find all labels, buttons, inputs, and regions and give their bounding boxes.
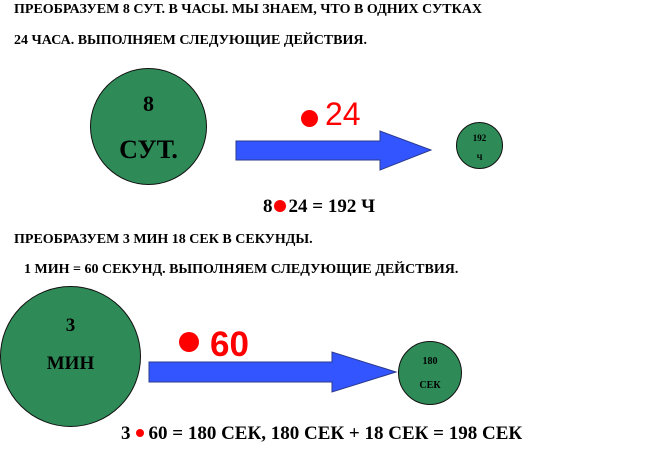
arrow-2 [148,351,398,393]
big-circle-minutes: 3 МИН [0,286,141,427]
multiplier-24: 24 [325,96,361,132]
section1-line2: 24 ЧАСА. ВЫПОЛНЯЕМ СЛЕДУЮЩИЕ ДЕЙСТВИЯ. [14,33,367,48]
big-circle-unit: СУТ. [119,135,178,164]
multiply-dot-1 [301,110,318,127]
big-circle-days: 8 СУТ. [90,68,207,185]
big-circle-unit-2: МИН [46,353,95,374]
small-circle-unit-2: СЕК [419,380,441,391]
equation-2-right: 60 = 180 СЕК, 180 СЕК + 18 СЕК = 198 СЕК [148,423,523,444]
equation-2-dot [135,429,144,438]
small-circle-unit: Ч [476,153,483,162]
big-circle-value: 8 [143,91,154,116]
equation-2: 3 60 = 180 СЕК, 180 СЕК + 18 СЕК = 198 СЕ… [121,423,522,445]
arrow-1 [235,130,433,171]
equation-2-left: 3 [121,423,131,444]
multiply-dot-2 [179,332,199,352]
big-circle-value-2: 3 [65,315,76,336]
small-circle-value-2: 180 [422,356,438,367]
equation-1-right: 24 = 192 Ч [288,196,376,217]
small-circle-value: 192 [472,133,487,143]
equation-1-dot [273,200,286,213]
section1-line1: ПРЕОБРАЗУЕМ 8 СУТ. В ЧАСЫ. МЫ ЗНАЕМ, ЧТО… [14,2,483,17]
equation-1: 8 24 = 192 Ч [263,196,375,218]
section2-line1: ПРЕОБРАЗУЕМ 3 МИН 18 СЕК В СЕКУНДЫ. [14,232,313,247]
multiplier-60: 60 [210,325,249,364]
equation-1-left: 8 [263,196,273,217]
small-circle-seconds: 180 СЕК [398,341,462,405]
small-circle-hours: 192 Ч [456,122,503,169]
section2-line2: 1 МИН = 60 СЕКУНД. ВЫПОЛНЯЕМ СЛЕДУЮЩИЕ Д… [24,262,459,277]
